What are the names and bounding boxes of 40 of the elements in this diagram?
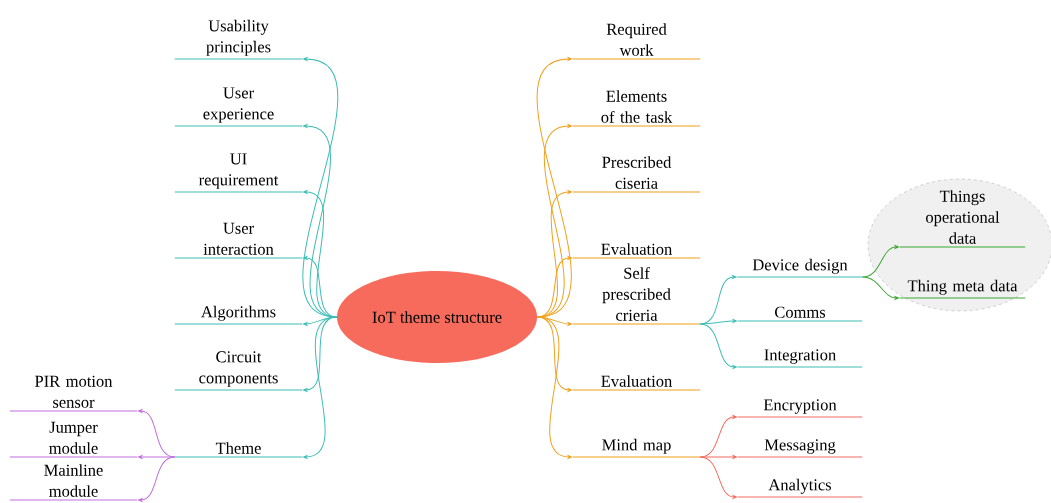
- topic-label: Thing meta data: [899, 279, 1026, 299]
- topic-label: Mainline module: [9, 464, 138, 501]
- topic-label: Device design: [736, 258, 864, 278]
- arrow: [862, 276, 899, 300]
- arrow: [138, 456, 176, 502]
- topic-label: Jumper module: [9, 421, 138, 458]
- topic-label: Circuit components: [174, 351, 303, 391]
- topic-label: Usability principles: [174, 19, 303, 60]
- topic-label: Evaluation: [572, 375, 701, 391]
- arrow: [699, 323, 737, 369]
- arrow: [302, 57, 339, 318]
- topic-label: Evaluation: [572, 243, 701, 259]
- arrow: [699, 319, 737, 325]
- arrow: [536, 316, 572, 326]
- topic-label: User interaction: [174, 222, 303, 259]
- topic-label: User experience: [174, 87, 303, 127]
- topic-label: Self prescribed crieria: [572, 267, 701, 325]
- topic-label: Integration: [737, 349, 863, 368]
- arrow: [699, 455, 737, 459]
- arrow: [862, 245, 899, 278]
- arrow: [536, 316, 572, 459]
- arrow: [303, 316, 338, 459]
- topic-label: Prescribed ciseria: [572, 156, 701, 193]
- arrow: [699, 456, 737, 499]
- topic-label: Analytics: [737, 478, 863, 498]
- topic-label: Algorithms: [174, 305, 303, 325]
- arrow: [536, 57, 572, 318]
- topic-label: Required work: [572, 23, 701, 60]
- arrow: [303, 316, 338, 326]
- topic-label: Encryption: [737, 399, 863, 418]
- topic-label: Mind map: [572, 438, 701, 458]
- dashed-ellipse: [867, 178, 1051, 312]
- topic-label: Theme: [174, 442, 303, 458]
- topic-label: Comms: [737, 306, 863, 322]
- topic-label: Elements of the task: [572, 90, 701, 127]
- topic-label: Things operational data: [899, 190, 1026, 248]
- topic-label: Messaging: [737, 439, 863, 458]
- topic-label: UI requirement: [174, 153, 303, 193]
- topic-label: PIR motion sensor: [9, 375, 138, 412]
- arrow: [138, 455, 176, 459]
